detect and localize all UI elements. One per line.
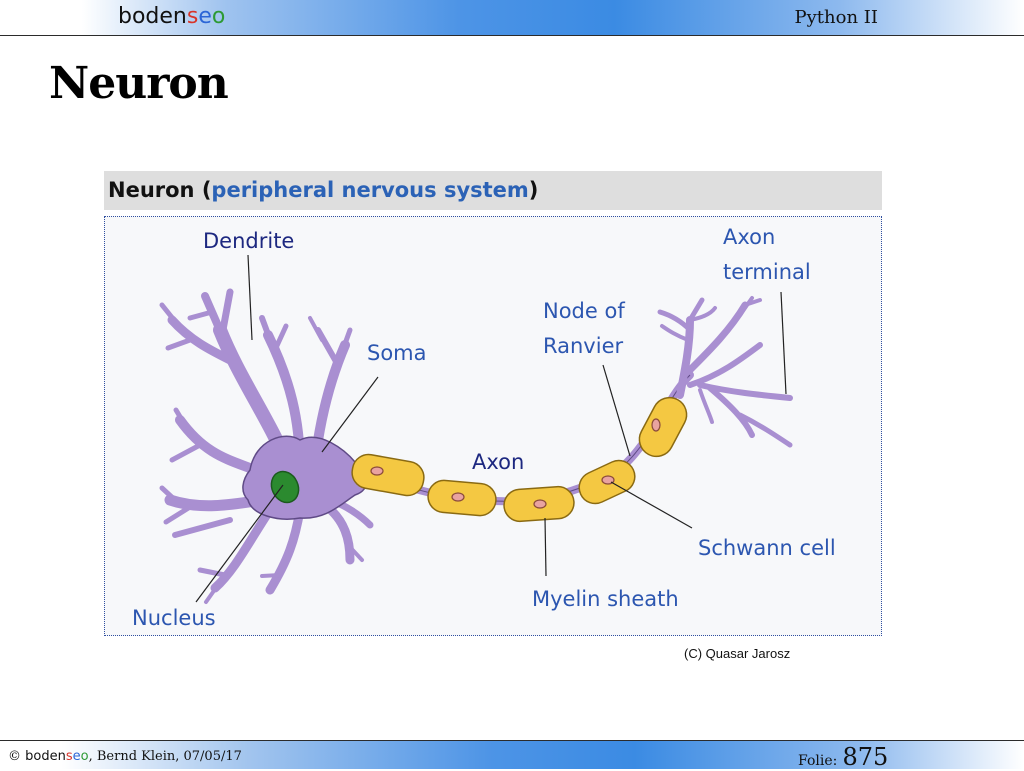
folie-label: Folie: — [798, 753, 838, 769]
logo-part: e — [198, 4, 212, 29]
figure-heading-text: Neuron (peripheral nervous system) — [108, 178, 538, 202]
label-soma: Soma — [367, 341, 427, 365]
label-myelin: Myelin sheath — [532, 587, 679, 611]
myelin-segment — [351, 453, 425, 497]
footer-bar: © bodenseo, Bernd Klein, 07/05/17 Folie:… — [0, 740, 1024, 771]
logo-part: s — [65, 749, 73, 764]
folie-number: 875 — [842, 743, 889, 771]
logo-part: o — [80, 749, 89, 764]
footer-logo: bodenseo — [25, 749, 88, 764]
footer-left: © bodenseo, Bernd Klein, 07/05/17 — [8, 749, 242, 764]
label-node-line2: Ranvier — [543, 334, 623, 358]
label-node-line1: Node of — [543, 299, 625, 323]
label-axon: Axon — [472, 450, 524, 474]
logo-part: boden — [118, 4, 187, 29]
image-credit: (C) Quasar Jarosz — [684, 646, 791, 661]
logo-part: s — [186, 4, 199, 29]
label-terminal-line2: terminal — [723, 260, 811, 284]
label-terminal-line1: Axon — [723, 225, 775, 249]
label-schwann: Schwann cell — [698, 536, 836, 560]
label-nucleus: Nucleus — [132, 606, 216, 630]
logo-part: e — [72, 749, 81, 764]
myelin-segment — [638, 396, 688, 458]
course-title: Python II — [794, 7, 878, 28]
heading-link[interactable]: peripheral nervous system — [211, 178, 529, 202]
nucleus — [270, 470, 300, 504]
copyright-sign: © — [8, 749, 21, 764]
logo-part: o — [211, 4, 226, 29]
bodenseo-logo: bodenseo — [118, 4, 225, 29]
figure-heading: Neuron (peripheral nervous system) — [104, 171, 882, 210]
slide-title: Neuron — [49, 58, 229, 109]
logo-part: boden — [25, 749, 66, 764]
axon-terminal — [657, 296, 793, 448]
author-date: , Bernd Klein, 07/05/17 — [88, 749, 242, 764]
pointer-lines — [195, 254, 787, 603]
label-dendrite: Dendrite — [203, 229, 294, 253]
header-bar: bodenseo Python II — [0, 0, 1024, 36]
heading-close: ) — [528, 178, 539, 202]
soma-body — [242, 435, 368, 520]
heading-plain: Neuron ( — [108, 178, 212, 202]
footer-right: Folie: 875 — [798, 743, 888, 771]
neuron-cell — [159, 288, 374, 604]
